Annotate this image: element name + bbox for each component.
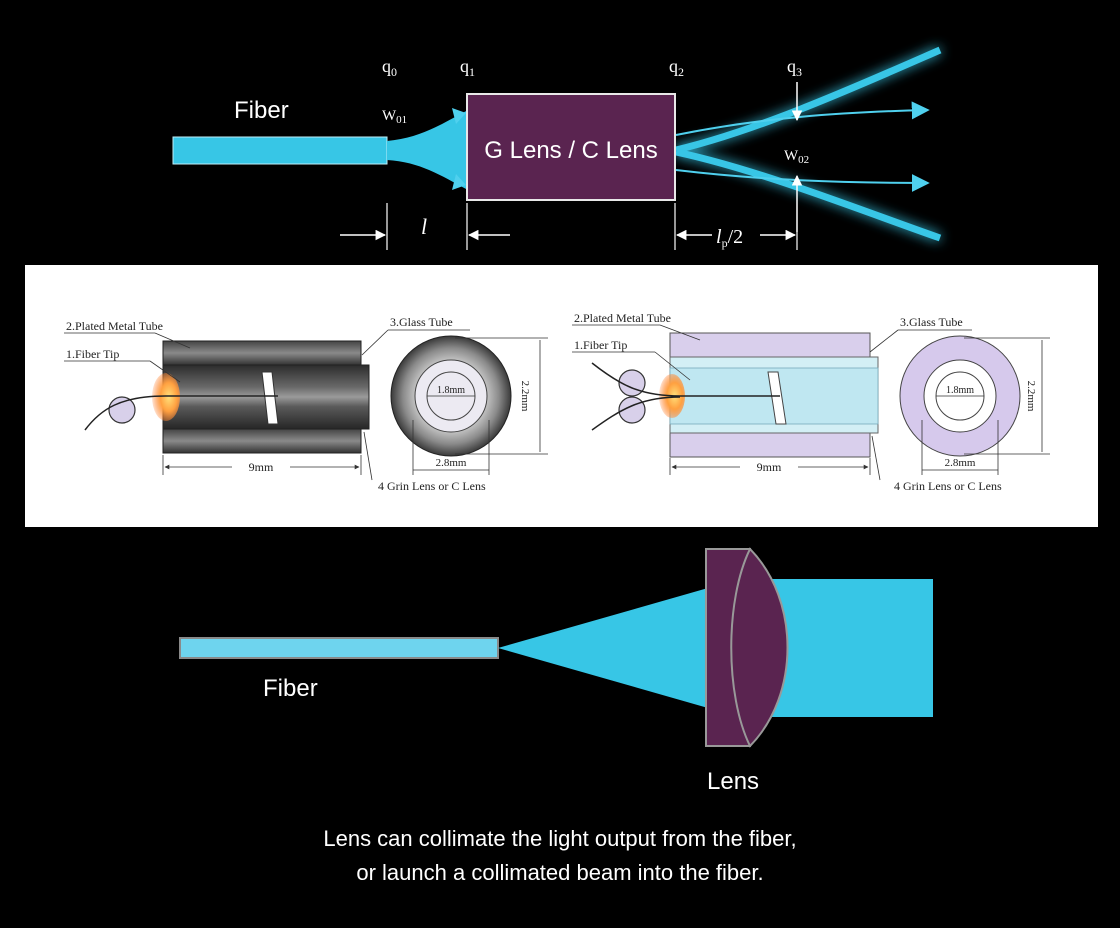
left-schematic: 2.Plated Metal Tube 1.Fiber Tip 3.Glass …: [64, 315, 548, 493]
right-lens-leader: [871, 435, 881, 481]
w02-label: W02: [784, 148, 809, 166]
caption-line-2: or launch a collimated beam into the fib…: [356, 860, 764, 885]
q3-label: q3: [787, 56, 802, 79]
top-fiber-taper: [387, 110, 468, 190]
bottom-fiber: [179, 637, 499, 659]
left-fiber-tip-glow: [152, 373, 180, 421]
top-taper-arrow-upper: [452, 108, 466, 124]
top-fiber: [172, 136, 388, 165]
right-outer-dim-label: 2.8mm: [945, 457, 976, 469]
right-plated-label: 2.Plated Metal Tube: [574, 311, 671, 325]
top-diagram: G Lens / C Lens Fiber q0 q1 q2 q3 W01 W0…: [172, 46, 942, 250]
bottom-fiber-label: Fiber: [263, 675, 318, 702]
right-fiber-line: [591, 362, 780, 397]
left-tube-upper: [162, 340, 362, 366]
top-lens-box: [466, 93, 676, 201]
left-fiber-line: [84, 395, 278, 431]
top-ray-lower: [675, 169, 930, 192]
dim-lp-label: lp/2: [716, 226, 743, 250]
right-length-label: 9mm: [757, 460, 782, 474]
right-lens-label: 4 Grin Lens or C Lens: [894, 479, 1002, 493]
left-fiber-coil: [108, 396, 136, 424]
left-lens-leader: [363, 431, 373, 481]
right-inner-dim-label: 1.8mm: [946, 385, 974, 396]
left-lens-label: 4 Grin Lens or C Lens: [378, 479, 486, 493]
q0-label: q0: [382, 56, 397, 79]
right-height-label: 2.2mm: [1025, 381, 1037, 412]
right-glass-label: 3.Glass Tube: [900, 315, 963, 329]
q1-label: q1: [460, 56, 475, 79]
top-output-beam: [675, 46, 942, 242]
left-tip-label: 1.Fiber Tip: [66, 347, 119, 361]
left-slant-cut: [261, 371, 279, 425]
right-tip-label: 1.Fiber Tip: [574, 338, 627, 352]
top-taper-arrow-lower: [452, 174, 466, 190]
bottom-lens-label: Lens: [707, 768, 759, 795]
left-tube-lower: [162, 428, 362, 454]
left-outer-dim-label: 2.8mm: [436, 457, 467, 469]
left-height-label: 2.2mm: [519, 381, 531, 412]
right-schematic: 2.Plated Metal Tube 1.Fiber Tip 3.Glass …: [572, 311, 1050, 493]
bottom-collimated-beam: [760, 579, 933, 717]
dim-l-label: l: [421, 214, 427, 239]
left-length-label: 9mm: [249, 460, 274, 474]
q2-label: q2: [669, 56, 684, 79]
caption-line-1: Lens can collimate the light output from…: [323, 826, 797, 851]
left-plated-label: 2.Plated Metal Tube: [66, 319, 163, 333]
right-slant-cut: [767, 371, 787, 425]
bottom-beam-cone: [498, 588, 708, 708]
right-tube-upper: [669, 332, 871, 358]
left-glass-label: 3.Glass Tube: [390, 315, 453, 329]
bottom-lens-curve: [730, 547, 789, 748]
top-fiber-label: Fiber: [234, 97, 289, 124]
top-ray-upper: [675, 101, 930, 136]
left-inner-dim-label: 1.8mm: [437, 385, 465, 396]
right-tube-lower: [669, 432, 871, 458]
w01-label: W01: [382, 108, 407, 126]
caption: Lens can collimate the light output from…: [0, 822, 1120, 890]
bottom-diagram: Fiber Lens: [179, 547, 933, 795]
top-lens-label: G Lens / C Lens: [484, 137, 657, 164]
